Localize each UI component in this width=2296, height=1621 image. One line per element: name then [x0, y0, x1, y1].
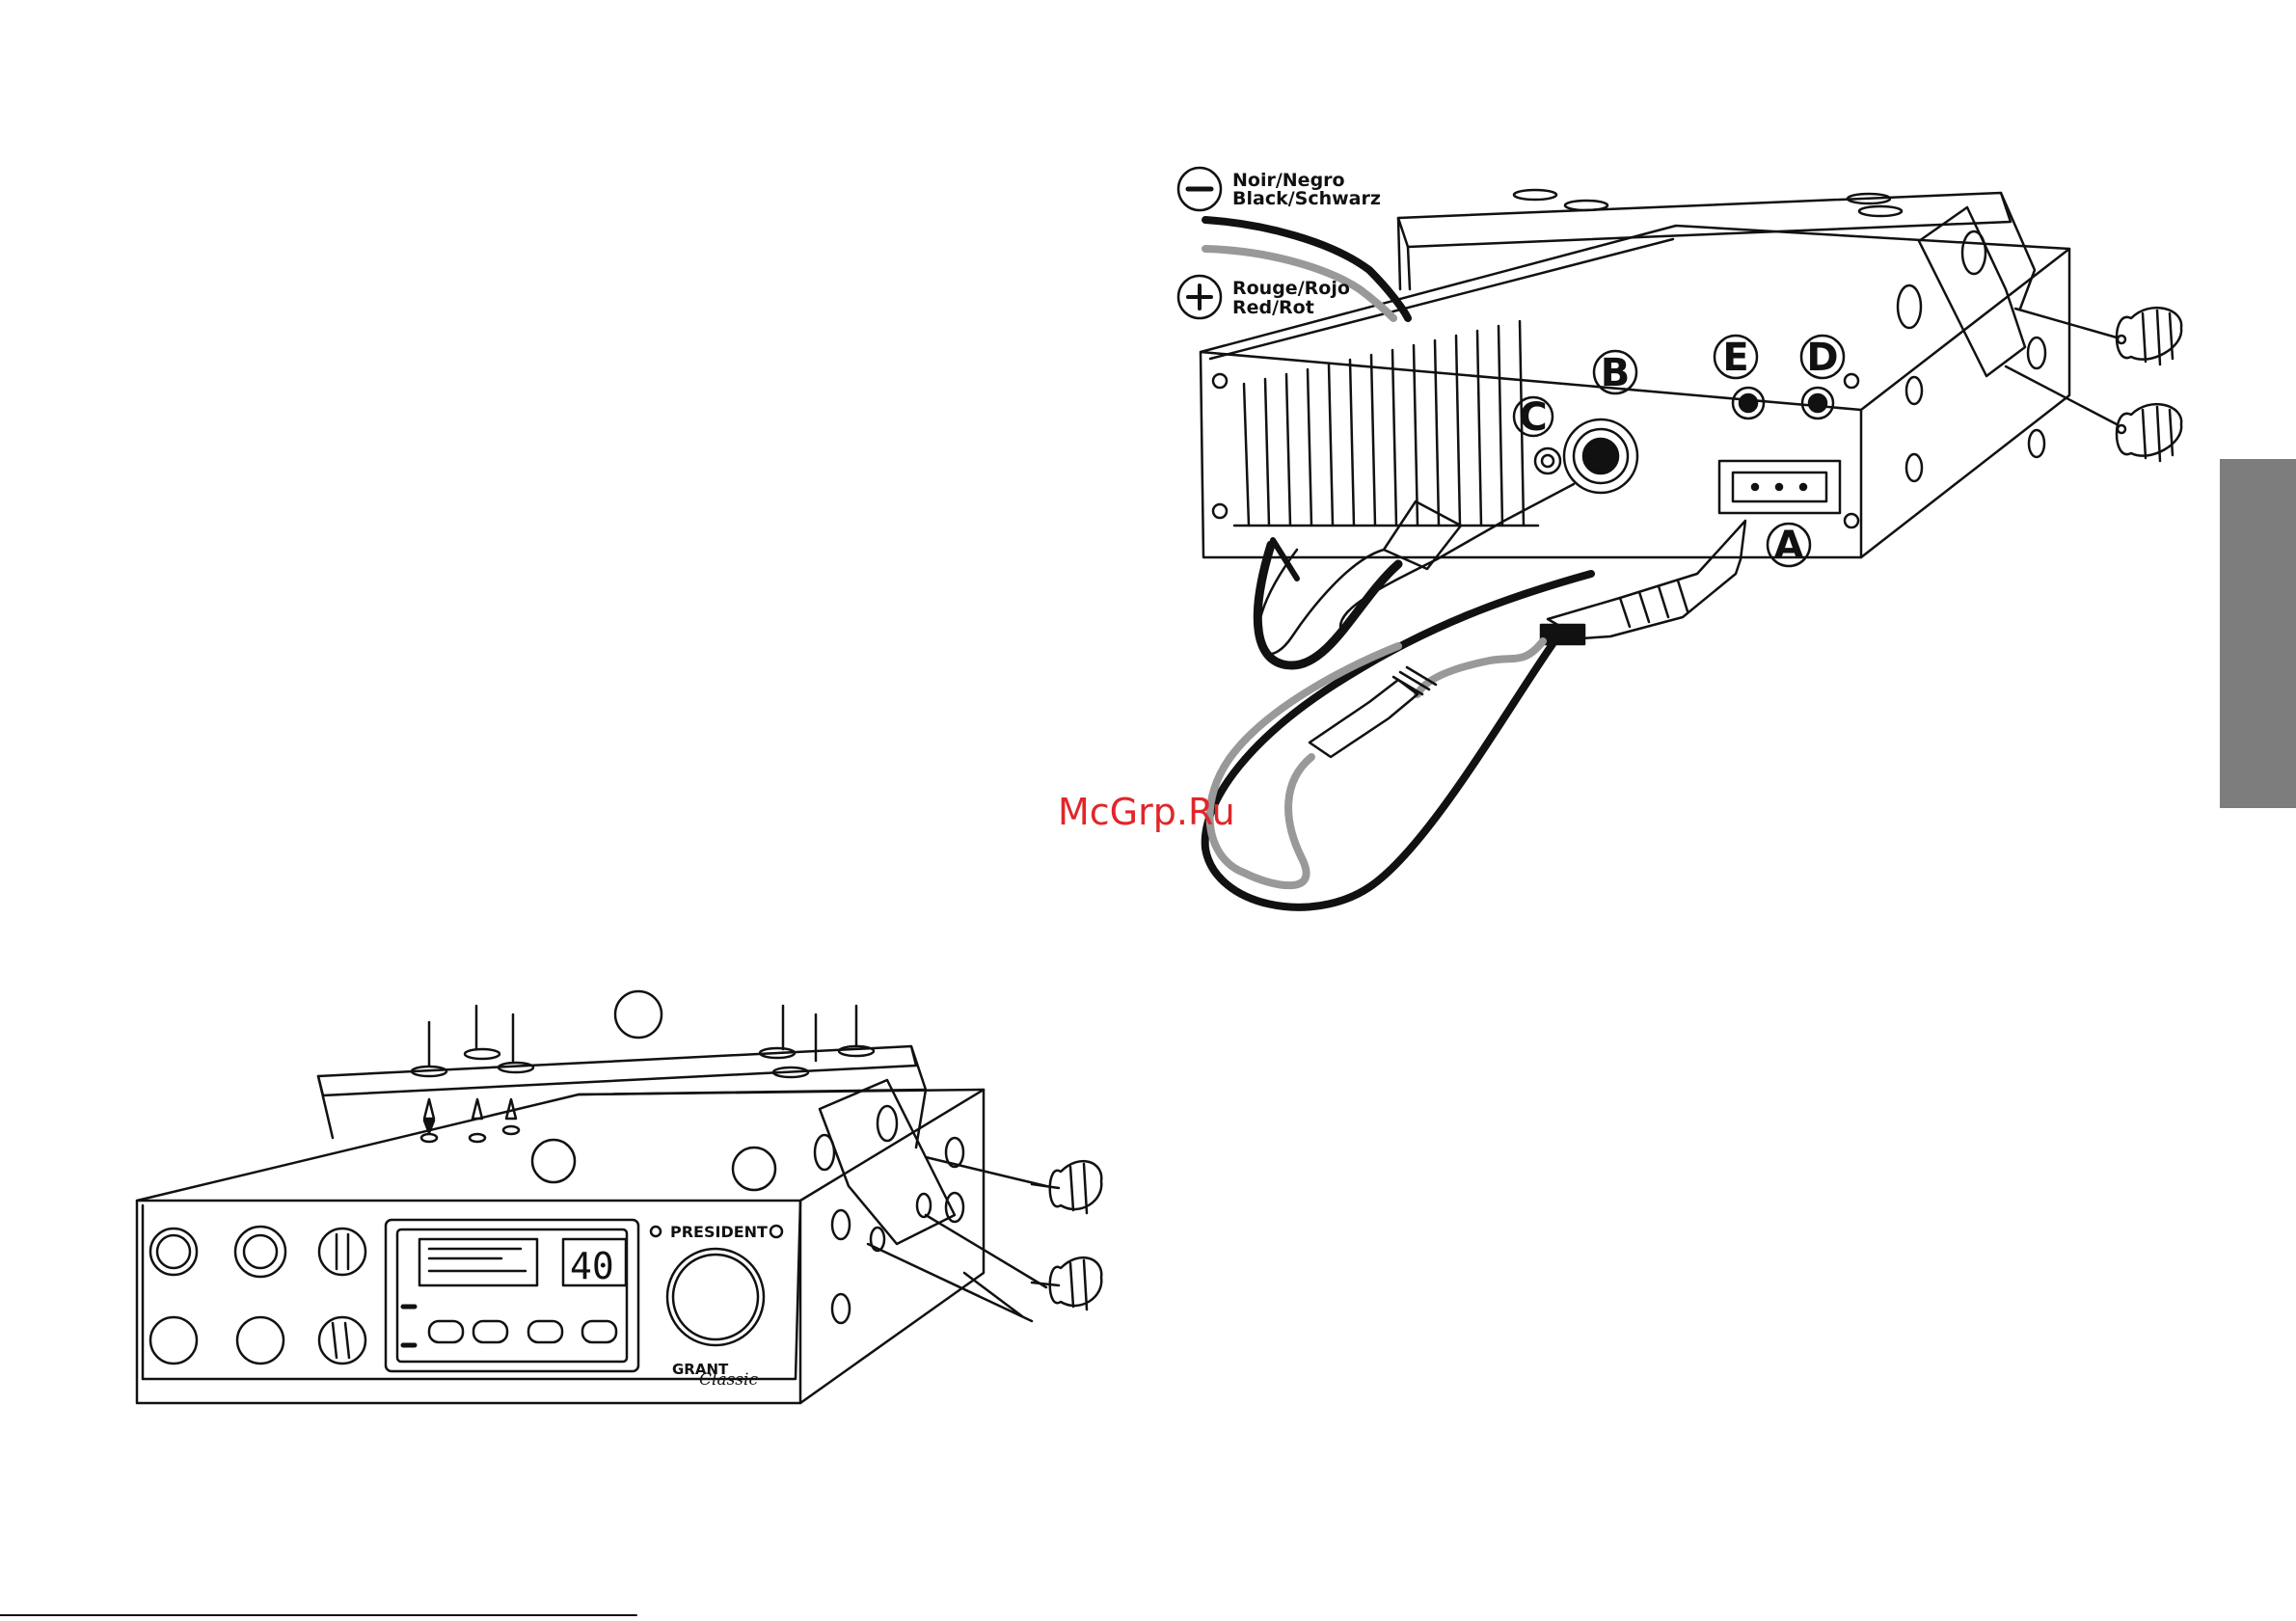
watermark: McGrp.Ru: [1058, 791, 1235, 833]
channel-display: 40: [570, 1245, 614, 1287]
callout-e: E: [1722, 336, 1748, 380]
callout-c: C: [1519, 395, 1547, 440]
negative-wire-label-2: Black/Schwarz: [1232, 188, 1381, 209]
callout-b: B: [1601, 351, 1631, 395]
callout-d: D: [1806, 336, 1838, 380]
positive-wire-label-1: Rouge/Rojo: [1232, 278, 1350, 299]
front-callout-top: [615, 991, 662, 1038]
radio-brand: PRESIDENT: [670, 1223, 768, 1241]
front-view-radio: [137, 1006, 1101, 1403]
front-callout-left: [532, 1140, 575, 1182]
callout-a: A: [1774, 524, 1804, 568]
radio-subtitle: Classic: [699, 1370, 758, 1390]
positive-wire-label-2: Red/Rot: [1232, 297, 1314, 318]
front-callout-right: [733, 1148, 775, 1190]
